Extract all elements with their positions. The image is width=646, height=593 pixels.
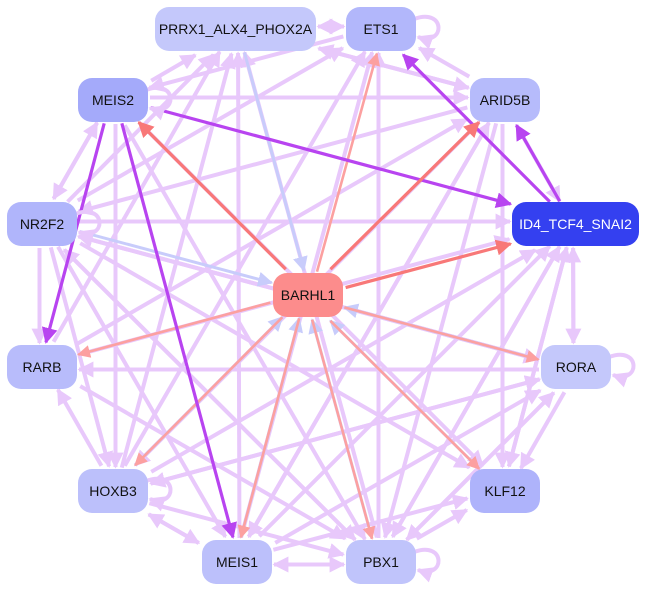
edge-hoxb3-to-rarb bbox=[56, 388, 104, 467]
edge-meis1-to-arid5b bbox=[247, 121, 491, 538]
node-label: NR2F2 bbox=[20, 216, 65, 232]
edge-hoxb3-to-ets1 bbox=[123, 50, 367, 467]
edge-barhl1-to-rarb bbox=[77, 301, 271, 358]
node-label: PRRX1_ALX4_PHOX2A bbox=[159, 21, 313, 37]
edge-rarb-to-arid5b bbox=[76, 117, 469, 346]
node-klf12[interactable]: KLF12 bbox=[470, 469, 540, 513]
node-label: PBX1 bbox=[363, 554, 399, 570]
self-loops-layer bbox=[74, 14, 636, 583]
self-loop-rora bbox=[608, 352, 636, 388]
edge-hoxb3-to-id4_tcf4_snai2 bbox=[150, 248, 537, 474]
node-label: MEIS1 bbox=[216, 554, 258, 570]
edge-barhl1-to-klf12 bbox=[329, 319, 481, 470]
node-label: RORA bbox=[556, 359, 597, 375]
node-nr2f2[interactable]: NR2F2 bbox=[7, 202, 77, 246]
node-id4-tcf4-snai2[interactable]: ID4_TCF4_SNAI2 bbox=[512, 202, 639, 246]
edge-nr2f2-to-barhl1 bbox=[79, 230, 274, 287]
edge-meis1-to-klf12 bbox=[272, 494, 469, 552]
self-loop-hoxb3 bbox=[145, 476, 173, 512]
node-meis2[interactable]: MEIS2 bbox=[78, 78, 148, 122]
edge-barhl1-to-ets1 bbox=[315, 52, 380, 273]
node-box[interactable] bbox=[78, 78, 148, 122]
node-label: KLF12 bbox=[484, 483, 525, 499]
self-loop-pbx1 bbox=[413, 547, 441, 583]
node-label: MEIS2 bbox=[92, 92, 134, 108]
node-rarb[interactable]: RARB bbox=[7, 345, 77, 389]
edge-arid5b-to-ets1 bbox=[417, 46, 471, 79]
node-box[interactable] bbox=[7, 202, 77, 246]
edge-nr2f2-to-klf12 bbox=[79, 241, 471, 470]
edge-meis1-to-id4_tcf4_snai2 bbox=[257, 244, 552, 538]
edge-barhl1-to-pbx1 bbox=[310, 319, 376, 540]
edge-arid5b-to-prrx1_alx4_phox2a bbox=[317, 44, 470, 90]
node-label: ETS1 bbox=[363, 21, 398, 37]
node-box[interactable] bbox=[541, 345, 611, 389]
node-pbx1[interactable]: PBX1 bbox=[346, 540, 416, 584]
node-barhl1[interactable]: BARHL1 bbox=[273, 273, 343, 317]
node-ets1[interactable]: ETS1 bbox=[346, 7, 416, 51]
edge-id4_tcf4_snai2-to-arid5b bbox=[515, 123, 562, 203]
edge-meis2-to-meis1 bbox=[120, 122, 237, 539]
edge-meis1-to-rora bbox=[274, 388, 542, 545]
node-label: ARID5B bbox=[480, 92, 531, 108]
node-label: RARB bbox=[23, 359, 62, 375]
edge-meis1-to-prrx1_alx4_phox2a bbox=[230, 51, 247, 538]
node-box[interactable] bbox=[155, 7, 316, 51]
self-loop-meis2 bbox=[145, 85, 173, 121]
node-label: ID4_TCF4_SNAI2 bbox=[519, 216, 632, 232]
edge-meis1-to-hoxb3 bbox=[147, 512, 200, 545]
node-hoxb3[interactable]: HOXB3 bbox=[78, 469, 148, 513]
edge-pbx1-to-klf12 bbox=[415, 508, 469, 541]
node-box[interactable] bbox=[78, 469, 148, 513]
edge-prrx1_alx4_phox2a-to-barhl1 bbox=[243, 51, 308, 272]
node-box[interactable] bbox=[470, 469, 540, 513]
node-rora[interactable]: RORA bbox=[541, 345, 611, 389]
node-box[interactable] bbox=[7, 345, 77, 389]
edge-barhl1-to-arid5b bbox=[329, 121, 481, 271]
edge-meis2-to-id4_tcf4_snai2 bbox=[150, 105, 513, 209]
edge-id4_tcf4_snai2-to-pbx1 bbox=[390, 245, 562, 539]
node-box[interactable] bbox=[512, 202, 639, 246]
node-arid5b[interactable]: ARID5B bbox=[470, 78, 540, 122]
node-box[interactable] bbox=[346, 540, 416, 584]
node-meis1[interactable]: MEIS1 bbox=[202, 540, 272, 584]
edge-nr2f2-to-meis2 bbox=[51, 121, 99, 200]
node-box[interactable] bbox=[273, 273, 343, 317]
edge-barhl1-to-meis1 bbox=[237, 318, 301, 539]
node-label: BARHL1 bbox=[281, 287, 336, 303]
edge-rarb-to-prrx1_alx4_phox2a bbox=[51, 50, 222, 343]
edge-barhl1-to-meis2 bbox=[137, 121, 287, 271]
self-loop-ets1 bbox=[413, 14, 441, 50]
edge-barhl1-to-id4_tcf4_snai2 bbox=[345, 239, 513, 290]
edge-rora-to-klf12 bbox=[519, 391, 567, 470]
edge-barhl1-to-hoxb3 bbox=[134, 316, 284, 467]
edge-rora-to-pbx1 bbox=[405, 391, 556, 542]
node-prrx1-alx4-phox2a[interactable]: PRRX1_ALX4_PHOX2A bbox=[155, 7, 316, 51]
edge-pbx1-to-nr2f2 bbox=[62, 248, 357, 542]
node-box[interactable] bbox=[346, 7, 416, 51]
self-loop-nr2f2 bbox=[74, 209, 102, 245]
node-box[interactable] bbox=[470, 78, 540, 122]
edge-barhl1-to-rora bbox=[344, 306, 540, 363]
node-box[interactable] bbox=[202, 540, 272, 584]
node-label: HOXB3 bbox=[89, 483, 137, 499]
